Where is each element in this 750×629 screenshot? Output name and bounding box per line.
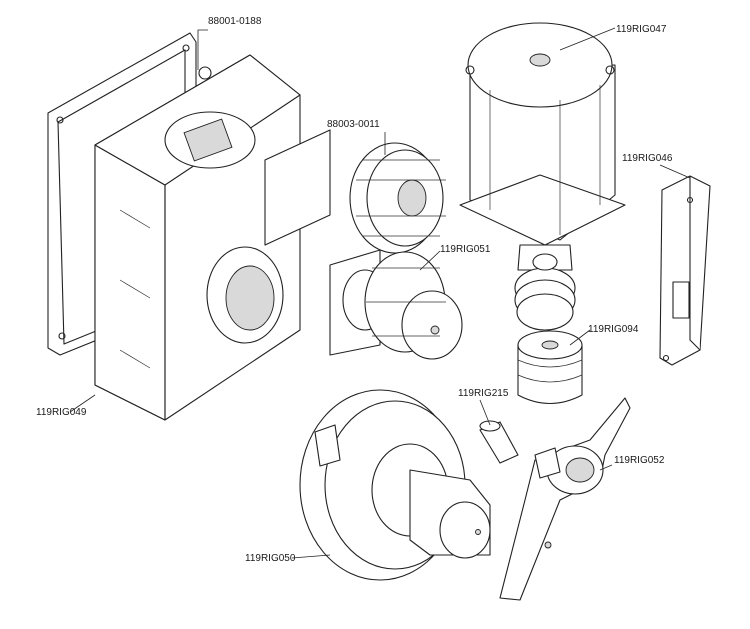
label-pin: 119RIG215: [458, 388, 509, 399]
output-gear-part: [299, 389, 491, 581]
bracket-part: [659, 175, 711, 366]
double-gear-part: [329, 249, 463, 360]
motor-worm-part: [514, 253, 576, 331]
label-lever: 119RIG052: [614, 455, 665, 466]
gearbox-housing-part: [94, 54, 331, 421]
lever-part: [499, 397, 631, 601]
label-motor: 119RIG047: [616, 24, 667, 35]
label-output-gear: 119RIG050: [245, 553, 296, 564]
label-double-gear: 119RIG051: [440, 244, 491, 255]
motor-part: [459, 22, 626, 271]
label-housing: 119RIG049: [36, 407, 87, 418]
label-bracket: 119RIG046: [622, 153, 673, 164]
worm-part: [517, 330, 583, 404]
pin-part: [479, 420, 519, 464]
spur-gear-part: [349, 142, 446, 254]
label-worm: 119RIG094: [588, 324, 639, 335]
label-gasket: 88001-0188: [208, 16, 262, 27]
leader-lines: [69, 27, 691, 559]
label-gear-top: 88003-0011: [327, 119, 380, 130]
